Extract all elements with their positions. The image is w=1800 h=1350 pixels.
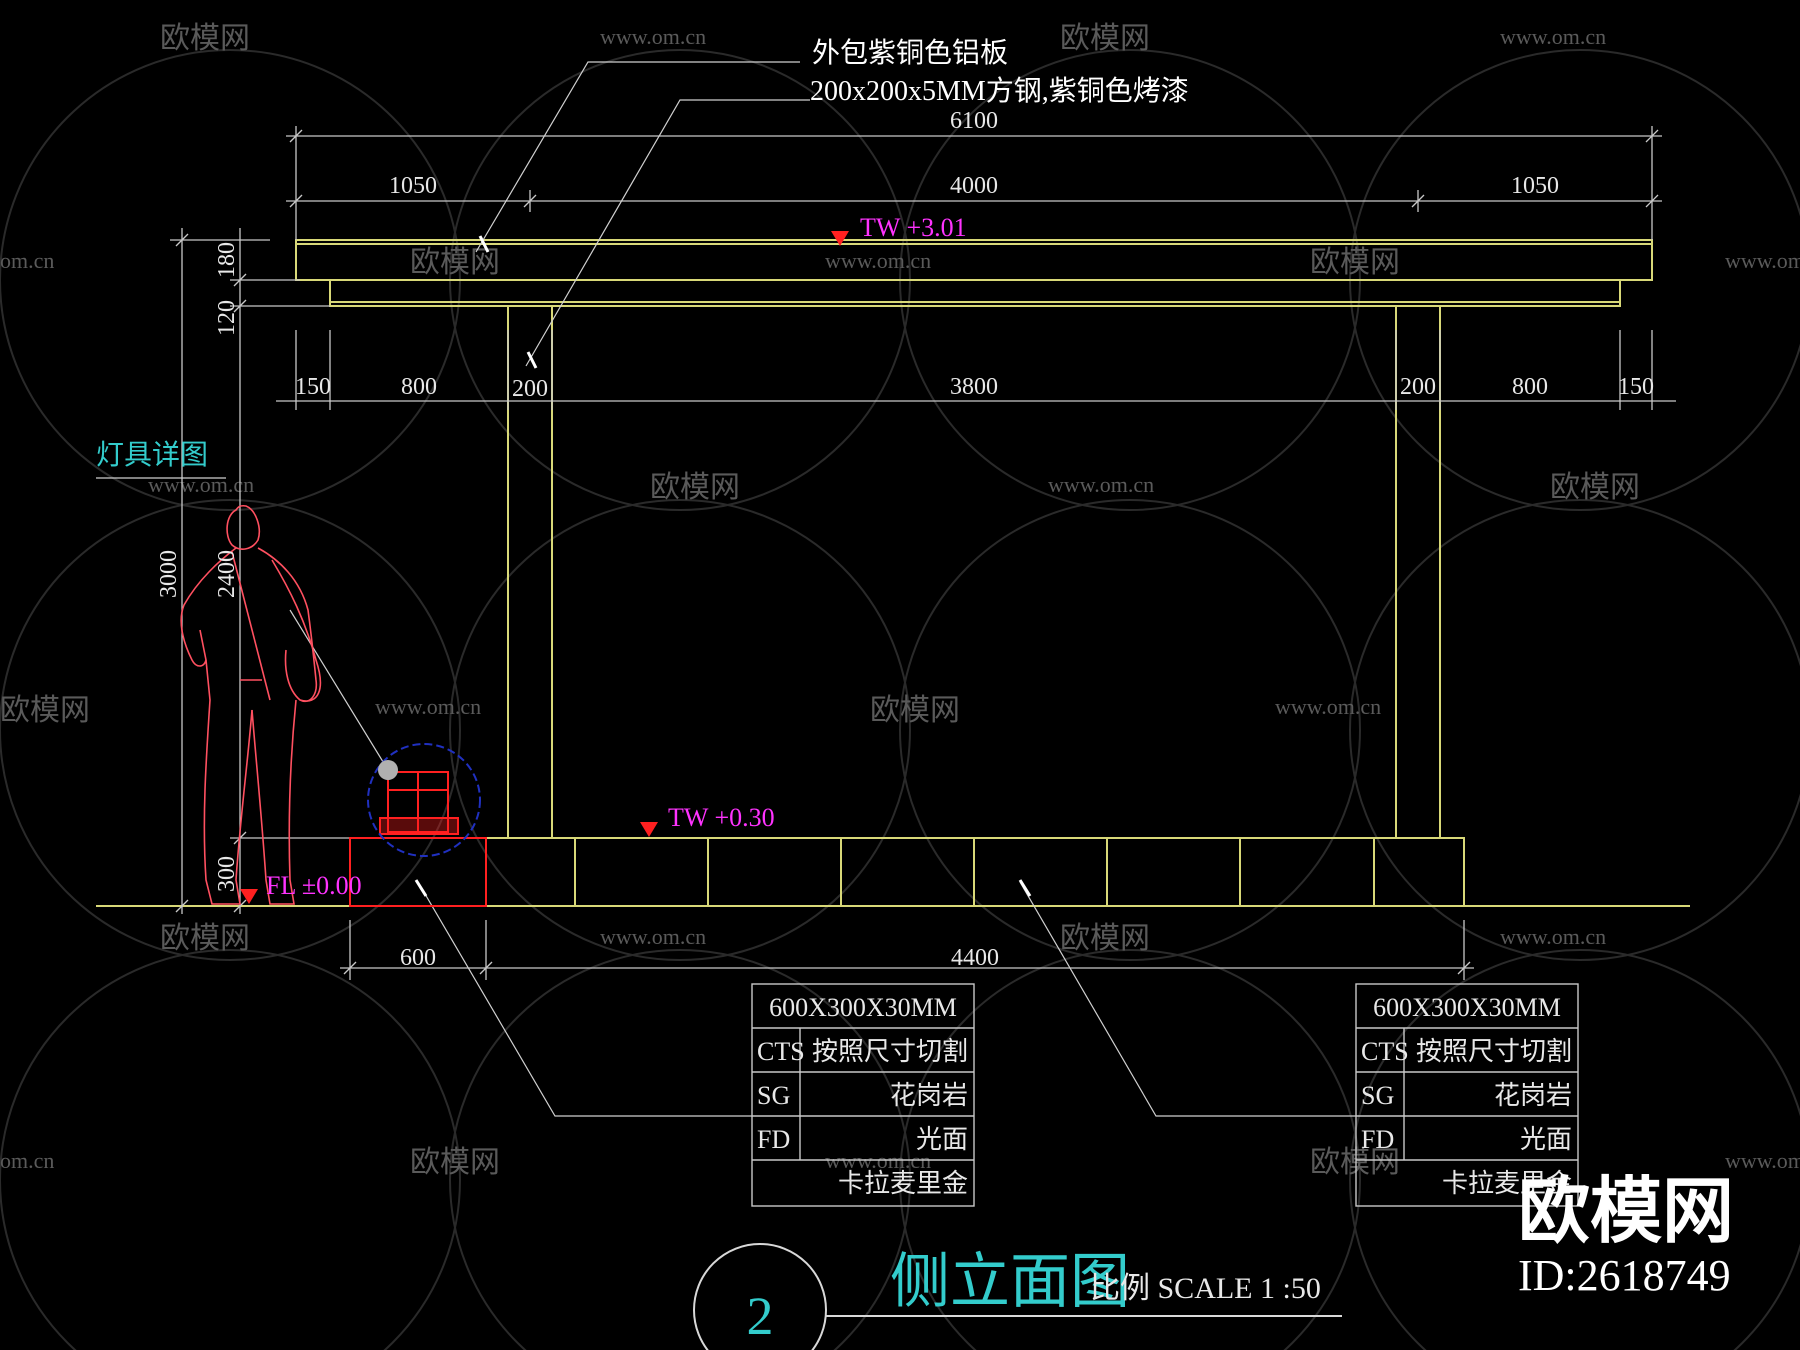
watermark-brand: 欧模网: [410, 1146, 500, 1179]
watermark-url: www.om.cn: [1500, 924, 1606, 949]
title-number: 2: [747, 1286, 774, 1346]
watermark-url: www.om.cn: [1048, 472, 1154, 497]
watermark-brand: 欧模网: [160, 922, 250, 955]
dim-row2: 3800: [950, 374, 998, 400]
detail-node: [378, 760, 398, 780]
watermark-brand: 欧模网: [1550, 471, 1640, 504]
spec-fd-text: 光面: [1520, 1125, 1572, 1154]
spec-size: 600X300X30MM: [769, 993, 957, 1022]
spec-sg-code: SG: [757, 1081, 790, 1110]
spec-table: 600X300X30MM CTS 按照尺寸切割 SG 花岗岩 FD 光面 卡拉麦…: [1355, 983, 1579, 1207]
callout-top-note-1: 外包紫铜色铝板: [812, 37, 1008, 69]
watermark-url: www.om.cn: [375, 694, 481, 719]
watermark-url: www.om.cn: [600, 24, 706, 49]
title-circle: [693, 1243, 827, 1350]
callout-texts: 外包紫铜色铝板 200x200x5MM方钢,紫铜色烤漆: [810, 37, 1189, 107]
spec-fd-code: FD: [1361, 1125, 1394, 1154]
leader-lines: [96, 61, 1356, 1117]
drawing-title: 侧立面图: [890, 1249, 1130, 1315]
dim-overall: 6100: [950, 108, 998, 134]
dim-height-base: 300: [214, 856, 240, 892]
watermark-brand: 欧模网: [870, 694, 960, 727]
watermark-texts: 欧模网 欧模网 欧模网 欧模网 欧模网 欧模网 欧模网 欧模网 欧模网 欧模网 …: [0, 22, 1640, 1179]
spec-material: 卡拉麦里金: [1442, 1169, 1572, 1198]
drawing-scale: 比例 SCALE 1 :50: [1090, 1272, 1321, 1305]
watermark-url: www.om.cn: [1500, 24, 1606, 49]
detail-circle: [367, 743, 481, 857]
spec-material: 卡拉麦里金: [838, 1169, 968, 1198]
level-marker-top: [831, 231, 849, 246]
watermark-url: www.om.cn: [1725, 248, 1800, 273]
dim-row2: 800: [1512, 374, 1548, 400]
bench-base: [349, 837, 487, 907]
dim-bottom-left: 600: [400, 945, 436, 971]
spec-sg-code: SG: [1361, 1081, 1394, 1110]
dim-top-right: 1050: [1511, 173, 1559, 199]
spec-sg-text: 花岗岩: [890, 1081, 968, 1110]
corner-brand: 欧模网: [1518, 1172, 1734, 1252]
dimension-labels: 6100 1050 4000 1050 150 800 200 3800 200…: [295, 108, 1654, 971]
spec-table: 600X300X30MM CTS 按照尺寸切割 SG 花岗岩 FD 光面 卡拉麦…: [751, 983, 975, 1207]
spec-cts-code: CTS: [757, 1037, 805, 1066]
watermark-brand: 欧模网: [1060, 22, 1150, 55]
watermark-url: www.om.cn: [600, 924, 706, 949]
watermark-urls: www.om.cn www.om.cn om.cn www.om.cn www.…: [0, 24, 1800, 1173]
spec-sg-text: 花岗岩: [1494, 1081, 1572, 1110]
level-labels: TW +3.01 TW +0.30 FL ±0.00: [266, 213, 967, 900]
dim-height-total: 3000: [156, 550, 182, 598]
base-joints: [574, 838, 1375, 906]
secondary-beam: [329, 279, 1621, 307]
human-figure: [180, 504, 322, 905]
watermark-url: www.om.cn: [1275, 694, 1381, 719]
corner-watermark: 欧模网 ID:2618749: [1518, 1172, 1734, 1300]
spec-cts-text: 按照尺寸切割: [1416, 1037, 1572, 1066]
dim-top-mid: 4000: [950, 173, 998, 199]
dim-row2: 150: [295, 374, 331, 400]
dimension-lines: [170, 126, 1676, 980]
vertical-dimension-labels: 180 120 3000 2400 300: [156, 242, 240, 892]
corner-id: ID:2618749: [1518, 1251, 1731, 1300]
spec-fd-code: FD: [757, 1125, 790, 1154]
watermark-url-short: om.cn: [0, 248, 54, 273]
dim-height-person: 2400: [214, 550, 240, 598]
level-marker-ground: [240, 889, 258, 904]
watermark-brand: 欧模网: [1310, 1146, 1400, 1179]
watermark-brand: 欧模网: [650, 471, 740, 504]
dim-row2: 200: [512, 376, 548, 402]
watermark-url: www.om.cn: [1725, 1148, 1800, 1173]
level-marker-platform: [640, 822, 658, 837]
callout-light-detail: 灯具详图: [96, 439, 208, 471]
watermark-circles: [0, 49, 1800, 1350]
watermark-url: www.om.cn: [148, 472, 254, 497]
level-ground-label: FL ±0.00: [266, 871, 362, 900]
title-block: 2 侧立面图 比例 SCALE 1 :50: [693, 1243, 1342, 1350]
spec-cts-code: CTS: [1361, 1037, 1409, 1066]
callout-top-note-2: 200x200x5MM方钢,紫铜色烤漆: [810, 75, 1189, 107]
watermark-brand: 欧模网: [160, 22, 250, 55]
level-markers: [240, 231, 849, 904]
leader-ticks: [414, 235, 1032, 897]
watermark-brand: 欧模网: [1310, 246, 1400, 279]
dim-top-left: 1050: [389, 173, 437, 199]
spec-size: 600X300X30MM: [1373, 993, 1561, 1022]
watermark-brand: 欧模网: [1060, 922, 1150, 955]
dim-beam-top: 180: [214, 242, 240, 278]
dim-beam-bottom: 120: [214, 300, 240, 336]
bench-light: [349, 771, 487, 907]
dim-row2: 800: [401, 374, 437, 400]
spec-cts-text: 按照尺寸切割: [812, 1037, 968, 1066]
watermark-url: www.om.cn: [825, 248, 931, 273]
level-platform-label: TW +0.30: [668, 803, 775, 832]
dim-row2: 150: [1618, 374, 1654, 400]
pavilion-structure: [96, 239, 1690, 907]
watermark-brand: 欧模网: [410, 246, 500, 279]
dim-row2: 200: [1400, 374, 1436, 400]
level-top-label: TW +3.01: [860, 213, 967, 242]
watermark-brand: 欧模网: [0, 694, 90, 727]
dim-bottom-mid: 4400: [951, 945, 999, 971]
watermark-url-short: om.cn: [0, 1148, 54, 1173]
spec-fd-text: 光面: [916, 1125, 968, 1154]
